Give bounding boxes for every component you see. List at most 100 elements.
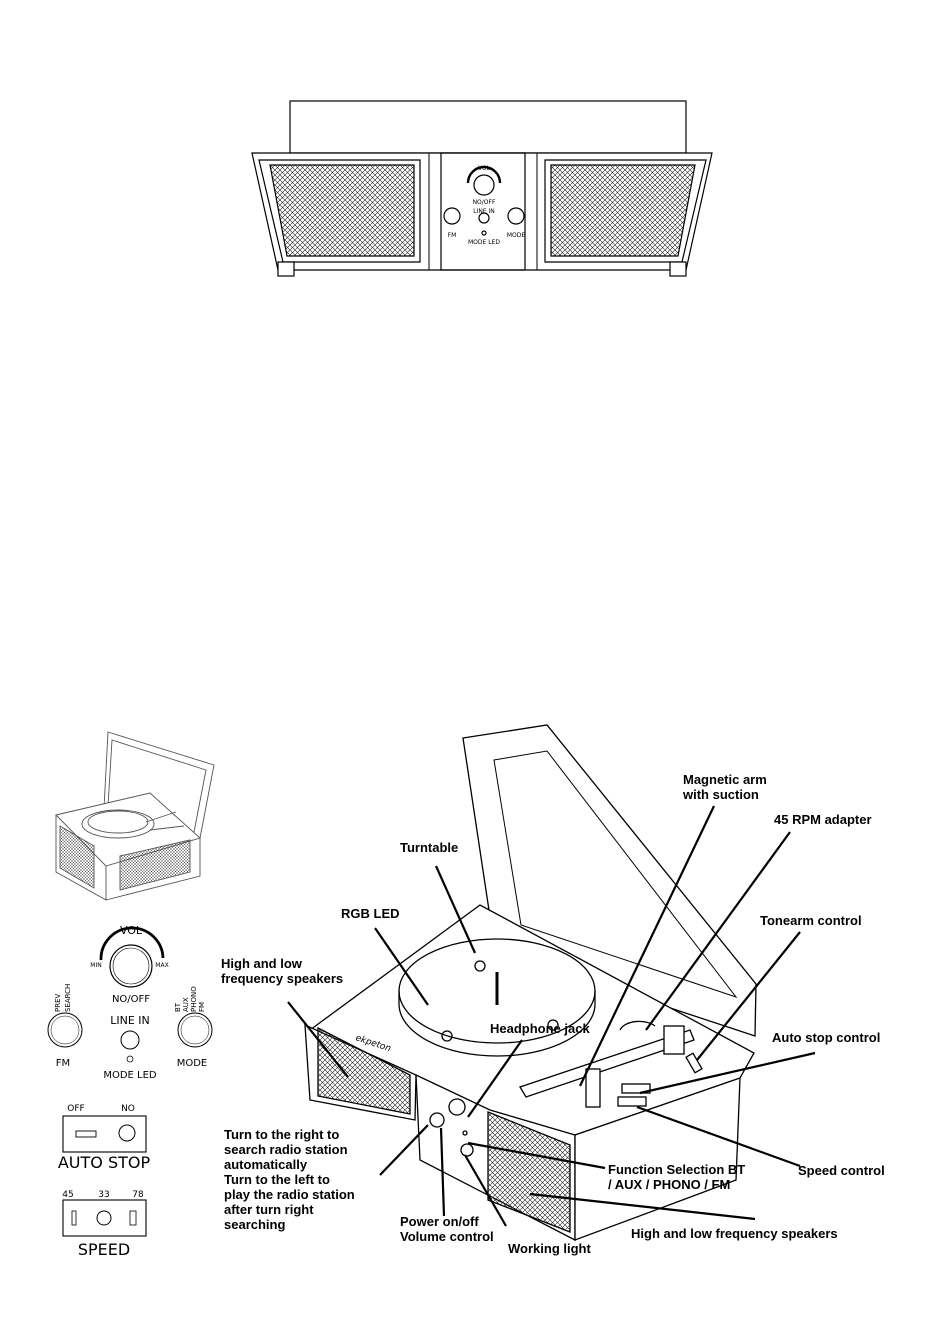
tonearm-lever [685, 1052, 703, 1074]
leader-rpm-adapter [645, 831, 791, 1031]
detail-mode-label: MODE [177, 1058, 208, 1069]
detail-mode-led-label: MODE LED [103, 1070, 157, 1081]
leader-speakers-bottom [529, 1192, 756, 1221]
platter-hole-3 [547, 1019, 559, 1031]
leader-speakers-top [287, 1001, 349, 1078]
front-speaker-grille [487, 1111, 571, 1233]
tonearm-base [663, 1025, 685, 1055]
mode-led-icon [481, 230, 487, 236]
callout-turn-right-line3: automatically [224, 1157, 308, 1172]
auto-stop-title: AUTO STOP [58, 1153, 151, 1172]
detail-min-label: MIN [90, 962, 101, 969]
callout-magnetic-arm: Magnetic arm with suction [683, 772, 767, 802]
controls-detail-vertical-labels: PREV SEARCH BT AUX PHONO FM [54, 984, 206, 1012]
detail-mode-opt-bt: BT [174, 1002, 182, 1012]
lid-inner [493, 750, 738, 998]
speed-switch [62, 1199, 147, 1237]
callout-rpm-adapter: 45 RPM adapter [774, 812, 872, 827]
vol-knob-icon [473, 174, 495, 196]
callout-power-line2: Volume control [400, 1229, 494, 1244]
callout-speed: Speed control [798, 1163, 885, 1178]
callout-speakers-top-line2: frequency speakers [221, 971, 344, 986]
front-power-label: NO/OFF [473, 199, 496, 206]
left-speaker-grille [269, 164, 415, 257]
leader-magnetic-arm [579, 805, 715, 1087]
callout-turn-right: Turn to the right to search radio statio… [224, 1127, 355, 1232]
leader-turntable [434, 865, 477, 954]
callout-auto-stop: Auto stop control [772, 1030, 881, 1045]
line-in-jack-icon [478, 212, 490, 224]
turntable-edge [398, 991, 596, 1057]
callout-rgb-led: RGB LED [341, 906, 400, 921]
auto-stop-on-label: NO [121, 1104, 135, 1114]
front-vol-label: VOL [478, 165, 491, 172]
left-speaker-grille [317, 1026, 411, 1115]
callout-function-line1: Function Selection BT [608, 1162, 746, 1177]
leader-rgb-led [374, 927, 429, 1006]
leader-turn-right [379, 1124, 429, 1176]
lid-back [289, 100, 687, 154]
speed-switch-main [617, 1096, 647, 1107]
callout-headphone: Headphone jack [490, 1021, 590, 1036]
callout-turn-right-line7: searching [224, 1217, 286, 1232]
callout-magnetic-arm-line2: with suction [683, 787, 759, 802]
callout-turntable: Turntable [400, 840, 459, 855]
front-mode-label: MODE [507, 232, 526, 239]
detail-vol-knob-icon [109, 944, 153, 988]
front-view [251, 100, 713, 277]
callout-turn-right-line6: after turn right [224, 1202, 314, 1217]
detail-mode-opt-aux: AUX [182, 997, 190, 1012]
controls-detail-labels: VOL MIN MAX NO/OFF LINE IN FM MODE MODE … [56, 924, 207, 1259]
leader-function [467, 1141, 606, 1170]
leader-auto-stop [639, 1051, 816, 1095]
leader-tonearm [696, 931, 801, 1061]
leader-headphone [467, 1039, 523, 1118]
vol-arc-icon [466, 165, 502, 184]
front-mode-led-label: MODE LED [468, 239, 500, 246]
auto-stop-switch-main [621, 1083, 651, 1094]
control-panel [440, 152, 526, 271]
leader-speed [636, 1105, 801, 1168]
callout-turn-right-line1: Turn to the right to [224, 1127, 340, 1142]
controls-detail [47, 926, 213, 1237]
working-light-icon [462, 1130, 468, 1136]
leader-power-volume [439, 1127, 446, 1217]
detail-line-in-jack-icon [120, 1030, 140, 1050]
detail-search-label: SEARCH [64, 984, 72, 1012]
callout-function-line2: / AUX / PHONO / FM [608, 1177, 731, 1192]
callout-speakers-top: High and low frequency speakers [221, 956, 343, 986]
cartridge [585, 1068, 601, 1108]
callout-turn-right-line2: search radio station [224, 1142, 348, 1157]
callout-tonearm: Tonearm control [760, 913, 862, 928]
callout-speakers-bottom: High and low frequency speakers [631, 1226, 838, 1241]
detail-max-label: MAX [155, 962, 168, 969]
front-line-in-label: LINE IN [473, 208, 495, 215]
power-volume-knob-icon [429, 1112, 445, 1128]
platter-hole-2 [441, 1030, 453, 1042]
detail-line-in-label: LINE IN [110, 1014, 150, 1027]
speed-opt-33: 33 [98, 1190, 109, 1200]
platter-hole-1 [474, 960, 486, 972]
detail-mode-led-icon [126, 1055, 134, 1063]
front-fm-label: FM [448, 232, 457, 239]
speed-opt-45: 45 [62, 1190, 73, 1200]
detail-mode-opt-fm: FM [198, 1002, 206, 1012]
mode-knob-main-icon [460, 1143, 474, 1157]
fm-knob-main-icon [448, 1098, 466, 1116]
callout-magnetic-arm-line1: Magnetic arm [683, 772, 767, 787]
speed-opt-78: 78 [132, 1190, 144, 1200]
detail-mode-knob-icon [177, 1012, 213, 1048]
mode-knob-icon [507, 207, 525, 225]
left-speaker-frame [258, 159, 421, 263]
callout-turn-right-line5: play the radio station [224, 1187, 355, 1202]
detail-vol-label: VOL [120, 924, 143, 937]
fm-knob-icon [443, 207, 461, 225]
detail-fm-knob-icon [47, 1012, 83, 1048]
detail-power-label: NO/OFF [112, 994, 150, 1005]
right-face [574, 1077, 741, 1241]
auto-stop-switch [62, 1115, 147, 1153]
callout-speakers-top-line1: High and low [221, 956, 302, 971]
front-panel-labels: VOL NO/OFF LINE IN MODE LED FM MODE [448, 165, 526, 246]
detail-mode-opt-phono: PHONO [190, 986, 198, 1012]
